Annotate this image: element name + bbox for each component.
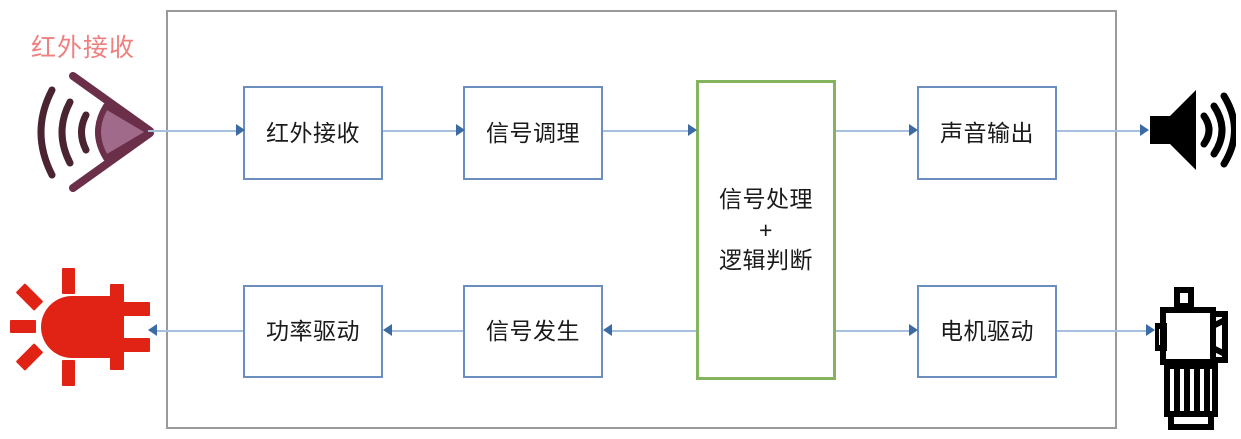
connector-signal-condition-to-processing xyxy=(603,130,689,132)
connector-processing-to-motor-drive xyxy=(836,330,911,332)
speaker-sound-icon xyxy=(1148,88,1238,172)
arrowhead-processing-to-motor-drive xyxy=(909,324,918,336)
electric-motor-icon xyxy=(1153,286,1239,431)
arrowhead-sound-output-to-speaker xyxy=(1140,124,1149,136)
block-signal-generate[interactable]: 信号发生 xyxy=(463,285,603,378)
arrowhead-power-drive-to-led-icon xyxy=(148,324,157,336)
block-power-drive[interactable]: 功率驱动 xyxy=(243,285,383,378)
connector-ir-receive-to-signal-condition xyxy=(383,130,458,132)
arrowhead-processing-to-signal-generate xyxy=(603,324,612,336)
arrowhead-processing-to-sound-output xyxy=(909,124,918,136)
red-led-lamp-icon xyxy=(10,268,150,386)
arrowhead-motor-drive-to-motor-icon xyxy=(1146,324,1155,336)
block-sound-output[interactable]: 声音输出 xyxy=(917,86,1057,180)
arrowhead-ir-icon-to-ir-receive xyxy=(236,124,245,136)
arrowhead-signal-condition-to-processing xyxy=(688,124,697,136)
arrowhead-signal-generate-to-power-drive xyxy=(383,324,392,336)
arrowhead-ir-receive-to-signal-condition xyxy=(456,124,465,136)
block-ir-receive[interactable]: 红外接收 xyxy=(243,86,383,180)
block-signal-processing[interactable]: 信号处理 + 逻辑判断 xyxy=(696,80,836,380)
infrared-receiver-icon xyxy=(18,58,164,204)
connector-processing-to-signal-generate xyxy=(612,330,696,332)
connector-motor-drive-to-motor-icon xyxy=(1057,330,1149,332)
system-enclosure-boundary xyxy=(166,10,1117,429)
block-signal-condition[interactable]: 信号调理 xyxy=(463,86,603,180)
block-motor-drive[interactable]: 电机驱动 xyxy=(917,285,1057,378)
connector-power-drive-to-led-icon xyxy=(157,330,243,332)
connector-sound-output-to-speaker xyxy=(1057,130,1143,132)
connector-ir-icon-to-ir-receive xyxy=(148,130,238,132)
connector-processing-to-sound-output xyxy=(836,130,911,132)
connector-signal-generate-to-power-drive xyxy=(392,330,463,332)
ir-receive-external-label: 红外接收 xyxy=(31,34,136,62)
